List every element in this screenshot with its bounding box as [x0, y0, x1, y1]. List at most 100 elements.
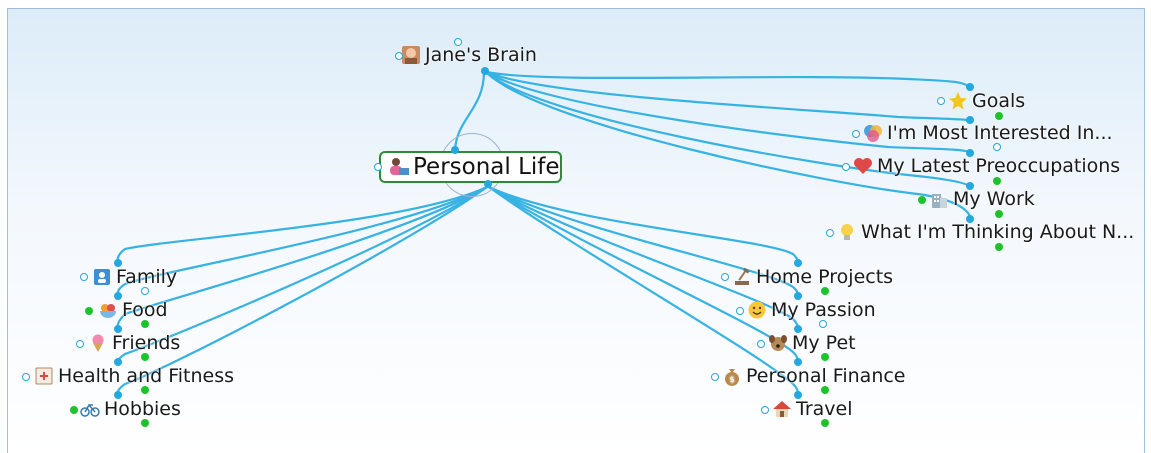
gate-top[interactable]: [451, 146, 459, 154]
child-thought-home-projects[interactable]: Home Projects: [732, 264, 895, 290]
jump-thought-goals[interactable]: Goals: [948, 88, 1027, 114]
jump-thought-my-work[interactable]: My Work: [929, 186, 1037, 212]
plex-canvas[interactable]: Jane's Brain Personal Life Goals I'm Mos…: [7, 8, 1145, 453]
lightbulb-icon: [837, 222, 857, 242]
gate-left[interactable]: [85, 307, 93, 315]
gate-bottom[interactable]: [821, 419, 829, 427]
child-thought-family[interactable]: Family: [92, 264, 179, 290]
hammer-icon: [732, 267, 752, 287]
gate-bottom[interactable]: [995, 112, 1003, 120]
gate-left[interactable]: [826, 229, 834, 237]
gate-top[interactable]: [114, 292, 122, 300]
gate-top[interactable]: [966, 182, 974, 190]
gate-top[interactable]: [454, 38, 462, 46]
gate-left[interactable]: [721, 273, 729, 281]
gate-left[interactable]: [757, 340, 765, 348]
thought-label: Jane's Brain: [425, 44, 537, 66]
gate-bottom[interactable]: [821, 353, 829, 361]
contact-card-icon: [92, 267, 112, 287]
gate-bottom[interactable]: [995, 210, 1003, 218]
gate-bottom[interactable]: [141, 419, 149, 427]
gate-top[interactable]: [114, 358, 122, 366]
thought-label: Home Projects: [756, 266, 894, 288]
gate-left[interactable]: [395, 52, 403, 60]
gate-top[interactable]: [114, 391, 122, 399]
ice-cream-icon: [88, 333, 108, 353]
thought-label: Travel: [796, 398, 853, 420]
gate-top[interactable]: [794, 292, 802, 300]
jump-thought-thinking-about[interactable]: What I'm Thinking About N...: [837, 219, 1136, 245]
child-thought-my-pet[interactable]: My Pet: [768, 330, 858, 356]
gate-bottom[interactable]: [995, 243, 1003, 251]
gate-top[interactable]: [794, 358, 802, 366]
money-bag-icon: $: [722, 366, 742, 386]
gate-top[interactable]: [966, 116, 974, 124]
gate-bottom[interactable]: [821, 287, 829, 295]
gate-bottom[interactable]: [141, 287, 149, 295]
gate-left[interactable]: [22, 373, 30, 381]
gate-top[interactable]: [794, 391, 802, 399]
gate-left[interactable]: [80, 273, 88, 281]
food-bowl-icon: [98, 300, 118, 320]
thought-label: My Latest Preoccupations: [877, 155, 1121, 177]
gate-bottom[interactable]: [484, 180, 492, 188]
gate-left[interactable]: [842, 163, 850, 171]
colorful-shapes-icon: [863, 123, 883, 143]
child-thought-food[interactable]: Food: [98, 297, 170, 323]
thought-label: Food: [122, 299, 168, 321]
gate-top[interactable]: [114, 259, 122, 267]
gate-top[interactable]: [966, 149, 974, 157]
gate-top[interactable]: [794, 259, 802, 267]
star-icon: [948, 91, 968, 111]
child-thought-hobbies[interactable]: Hobbies: [80, 396, 183, 422]
smiley-icon: [747, 300, 767, 320]
heart-icon: [853, 156, 873, 176]
parent-thought-janes-brain[interactable]: Jane's Brain: [401, 42, 539, 68]
gate-top[interactable]: [114, 325, 122, 333]
jump-thought-preoccupations[interactable]: My Latest Preoccupations: [853, 153, 1122, 179]
gate-bottom[interactable]: [141, 353, 149, 361]
house-icon: [772, 399, 792, 419]
bicycle-icon: [80, 399, 100, 419]
gate-bottom[interactable]: [819, 320, 827, 328]
gate-left[interactable]: [711, 373, 719, 381]
thought-label: Personal Finance: [746, 365, 906, 387]
gate-left[interactable]: [374, 163, 382, 171]
gate-left[interactable]: [70, 406, 78, 414]
dog-icon: [768, 333, 788, 353]
office-building-icon: [929, 189, 949, 209]
jump-thought-interested-in[interactable]: I'm Most Interested In...: [863, 120, 1115, 146]
thought-label: My Pet: [792, 332, 856, 354]
gate-bottom[interactable]: [993, 177, 1001, 185]
gate-left[interactable]: [918, 196, 926, 204]
gate-top[interactable]: [794, 325, 802, 333]
portrait-icon: [401, 45, 421, 65]
person-laptop-icon: [387, 155, 411, 179]
child-thought-my-passion[interactable]: My Passion: [747, 297, 878, 323]
gate-top[interactable]: [966, 215, 974, 223]
svg-text:$: $: [729, 375, 734, 384]
child-thought-friends[interactable]: Friends: [88, 330, 182, 356]
medical-chart-icon: [34, 366, 54, 386]
active-thought-personal-life[interactable]: Personal Life: [379, 151, 562, 183]
gate-left[interactable]: [761, 406, 769, 414]
thought-label: Goals: [972, 90, 1026, 112]
gate-bottom[interactable]: [481, 67, 489, 75]
gate-top[interactable]: [966, 83, 974, 91]
thought-label: Personal Life: [413, 154, 560, 180]
child-thought-travel[interactable]: Travel: [772, 396, 854, 422]
gate-left[interactable]: [736, 307, 744, 315]
child-thought-health-fitness[interactable]: Health and Fitness: [34, 363, 236, 389]
gate-bottom[interactable]: [141, 386, 149, 394]
gate-bottom[interactable]: [141, 320, 149, 328]
thought-label: Hobbies: [104, 398, 181, 420]
thought-label: What I'm Thinking About N...: [861, 221, 1135, 243]
child-thought-personal-finance[interactable]: $ Personal Finance: [722, 363, 908, 389]
gate-bottom[interactable]: [821, 386, 829, 394]
gate-left[interactable]: [852, 130, 860, 138]
gate-bottom[interactable]: [993, 143, 1001, 151]
thought-label: Health and Fitness: [58, 365, 235, 387]
thought-label: I'm Most Interested In...: [887, 122, 1113, 144]
gate-left[interactable]: [76, 340, 84, 348]
gate-left[interactable]: [937, 97, 945, 105]
